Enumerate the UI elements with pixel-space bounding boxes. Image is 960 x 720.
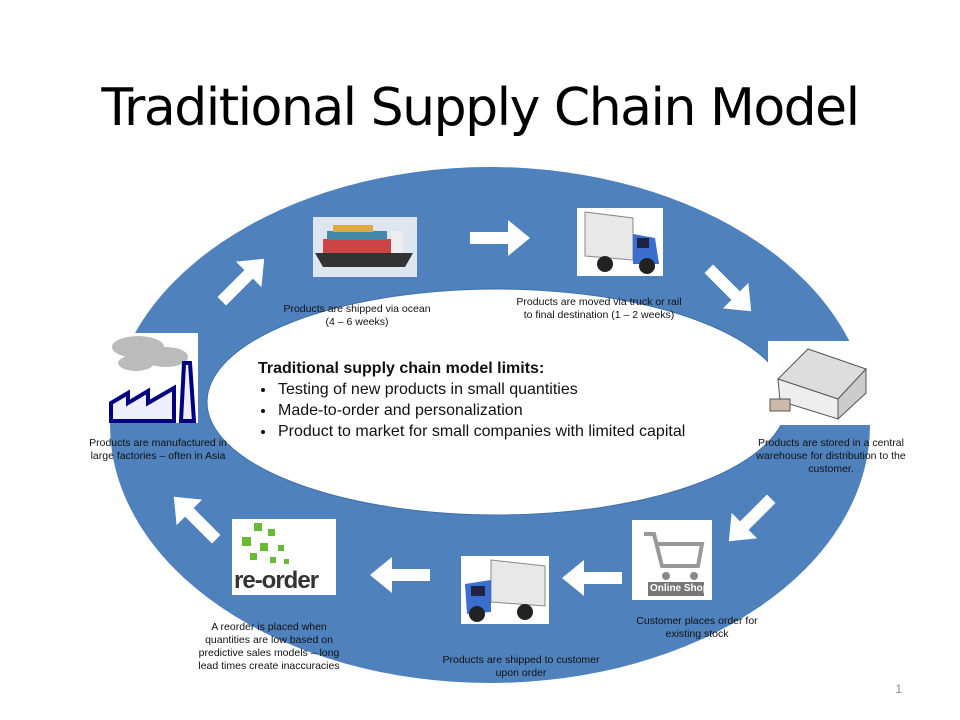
factory-icon <box>108 333 198 423</box>
step-caption: Customer places order for existing stock <box>636 615 758 640</box>
limits-box: Traditional supply chain model limits: T… <box>258 358 685 442</box>
reorder-label: re-order <box>234 567 319 594</box>
step-caption: Products are shipped to customer upon or… <box>442 654 600 679</box>
truck-icon <box>461 556 549 624</box>
limits-item: Product to market for small companies wi… <box>276 421 685 442</box>
online-shop-icon: Online Shop <box>632 520 712 600</box>
cargo-ship-icon <box>313 217 417 277</box>
limits-item: Testing of new products in small quantit… <box>276 379 685 400</box>
online-shop-label: Online Shop <box>650 583 709 594</box>
truck-icon <box>577 208 663 276</box>
reorder-icon: re-order <box>232 519 336 595</box>
step-caption: Products are manufactured in large facto… <box>89 437 227 462</box>
step-caption: Products are shipped via ocean (4 – 6 we… <box>283 303 431 328</box>
step-caption: Products are moved via truck or rail to … <box>516 296 682 321</box>
limits-heading: Traditional supply chain model limits: <box>258 360 545 377</box>
page-number: 1 <box>895 682 902 696</box>
step-caption: Products are stored in a central warehou… <box>756 437 906 475</box>
step-caption: A reorder is placed when quantities are … <box>198 621 340 672</box>
slide-title: Traditional Supply Chain Model <box>101 78 860 138</box>
limits-item: Made-to-order and personalization <box>276 400 685 421</box>
warehouse-icon <box>768 341 872 425</box>
